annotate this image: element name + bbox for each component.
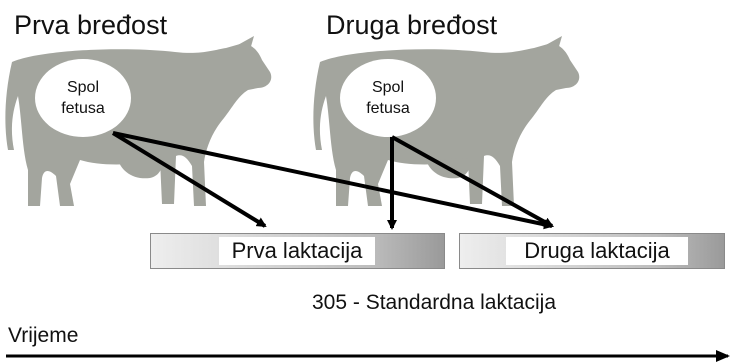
- lactation-bar-first: Prva laktacija: [150, 233, 445, 269]
- title-first-pregnancy: Prva bređost: [14, 10, 167, 41]
- title-second-pregnancy: Druga bređost: [326, 10, 497, 41]
- lactation-bar-second: Druga laktacija: [459, 233, 725, 269]
- fetus-sex-label-second: Spol fetusa: [340, 77, 436, 119]
- time-label: Vrijeme: [8, 324, 78, 348]
- lactation-label-first: Prva laktacija: [219, 237, 375, 265]
- fetus-sex-line2: fetusa: [340, 98, 436, 119]
- fetus-sex-line1: Spol: [35, 77, 131, 98]
- fetus-sex-line1: Spol: [340, 77, 436, 98]
- fetus-sex-label-first: Spol fetusa: [35, 77, 131, 119]
- lactation-label-second: Druga laktacija: [506, 237, 688, 265]
- fetus-sex-line2: fetusa: [35, 98, 131, 119]
- standard-lactation-caption: 305 - Standardna laktacija: [312, 291, 556, 315]
